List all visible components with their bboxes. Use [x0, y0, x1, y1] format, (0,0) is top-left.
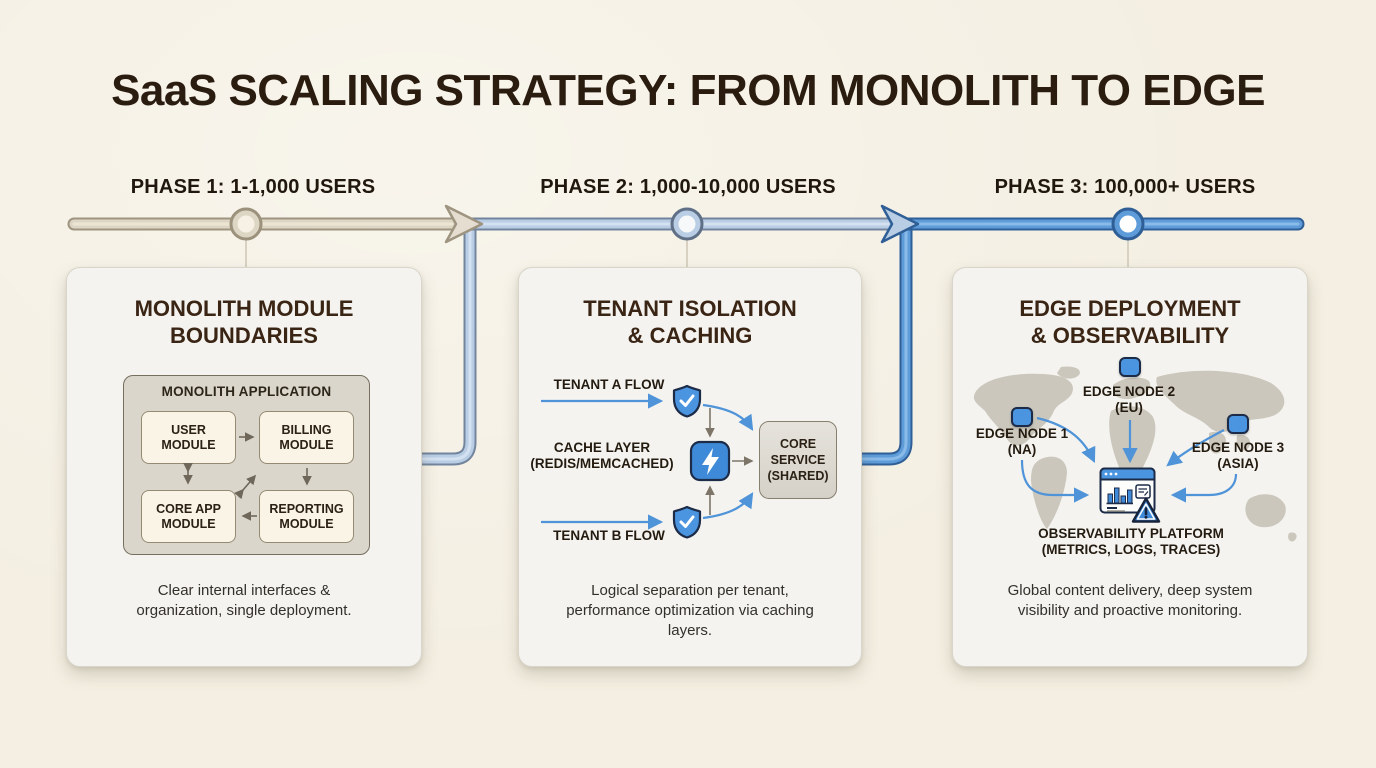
phase-1-label: PHASE 1: 1-1,000 USERS	[130, 176, 376, 198]
monolith-application-container: MONOLITH APPLICATION USER MODULE BILLING…	[123, 375, 370, 555]
observability-platform-label-line-1: OBSERVABILITY PLATFORM	[1038, 526, 1224, 541]
milestone-node-1	[229, 207, 263, 241]
edge-routing-arrows	[1020, 416, 1238, 503]
bar-chart-icon	[1106, 487, 1133, 505]
tenant-a-shield-check-icon	[672, 384, 702, 418]
edge-node-2-marker-icon	[1119, 357, 1141, 377]
page-title: SaaS SCALING STRATEGY: FROM MONOLITH TO …	[111, 66, 1265, 115]
card-1-title: MONOLITH MODULE BOUNDARIES	[67, 295, 421, 349]
card-3-title-line-1: EDGE DEPLOYMENT	[1019, 296, 1241, 321]
edge-node-1-name: EDGE NODE 1	[975, 426, 1069, 441]
cache-layer-label: CACHE LAYER (REDIS/MEMCACHED)	[521, 440, 683, 472]
card-1-title-line-1: MONOLITH MODULE	[134, 296, 354, 321]
edge-node-2-name: EDGE NODE 2	[1082, 384, 1176, 399]
core-app-module-box: CORE APP MODULE	[141, 490, 236, 543]
phase-transition-arrow-1	[444, 204, 484, 244]
billing-module-box: BILLING MODULE	[259, 411, 354, 464]
edge-node-3-marker-icon	[1227, 414, 1249, 434]
edge-node-3-label: EDGE NODE 3 (ASIA)	[1158, 440, 1318, 472]
card-1-caption: Clear internal interfaces & organization…	[136, 582, 352, 619]
phase-2-branch-pipe	[416, 219, 477, 466]
edge-node-2-region: (EU)	[1115, 400, 1143, 415]
edge-node-1-label: EDGE NODE 1 (NA)	[947, 426, 1097, 458]
card-1-title-line-2: BOUNDARIES	[170, 323, 318, 348]
tenant-b-shield-check-icon	[672, 505, 702, 539]
tenant-flow-arrows	[541, 393, 754, 530]
cache-layer-label-line-1: CACHE LAYER	[553, 440, 651, 455]
phase-3-branch-pipe	[855, 219, 913, 466]
card-2-title: TENANT ISOLATION & CACHING	[519, 295, 861, 349]
card-2-title-line-2: & CACHING	[627, 323, 753, 348]
card-3-title-line-2: & OBSERVABILITY	[1030, 323, 1230, 348]
core-service-box: CORE SERVICE (SHARED)	[759, 421, 837, 499]
phase-2-card: TENANT ISOLATION & CACHING	[518, 267, 862, 667]
edge-node-1-region: (NA)	[1007, 442, 1037, 457]
reporting-module-box: REPORTING MODULE	[259, 490, 354, 543]
tenant-b-flow-label: TENANT B FLOW	[553, 528, 665, 543]
observability-platform-label: OBSERVABILITY PLATFORM (METRICS, LOGS, T…	[981, 526, 1281, 558]
monolith-application-label: MONOLITH APPLICATION	[161, 384, 332, 399]
edge-node-2-label: EDGE NODE 2 (EU)	[1049, 384, 1209, 416]
card-2-caption: Logical separation per tenant, performan…	[566, 582, 814, 639]
observability-dashboard-icon	[1099, 467, 1156, 514]
phase-1-card: MONOLITH MODULE BOUNDARIES MONOLITH APPL…	[66, 267, 422, 667]
phase-2-label: PHASE 2: 1,000-10,000 USERS	[540, 176, 836, 198]
card-3-title: EDGE DEPLOYMENT & OBSERVABILITY	[953, 295, 1307, 349]
card-3-caption: Global content delivery, deep system vis…	[1007, 582, 1253, 619]
cache-lightning-bolt-icon	[689, 440, 731, 482]
node-connectors	[245, 240, 1129, 270]
tenant-a-flow-label: TENANT A FLOW	[553, 377, 665, 392]
warning-triangle-icon	[1131, 497, 1161, 523]
phase-transition-arrow-2	[880, 204, 920, 244]
cache-connectors	[705, 408, 754, 515]
card-2-title-line-1: TENANT ISOLATION	[583, 296, 797, 321]
milestone-node-2	[670, 207, 704, 241]
milestone-node-3	[1111, 207, 1145, 241]
tenant-caching-diagram	[541, 384, 754, 539]
phase-3-card: EDGE DEPLOYMENT & OBSERVABILITY	[952, 267, 1308, 667]
edge-node-3-name: EDGE NODE 3	[1191, 440, 1285, 455]
logs-icon	[1135, 484, 1151, 499]
cache-layer-label-line-2: (REDIS/MEMCACHED)	[530, 456, 674, 471]
phase-3-label: PHASE 3: 100,000+ USERS	[994, 176, 1256, 198]
edge-node-1-marker-icon	[1011, 407, 1033, 427]
module-dependency-arrows	[183, 432, 312, 521]
observability-platform-label-line-2: (METRICS, LOGS, TRACES)	[1041, 542, 1221, 557]
edge-node-3-region: (ASIA)	[1217, 456, 1259, 471]
